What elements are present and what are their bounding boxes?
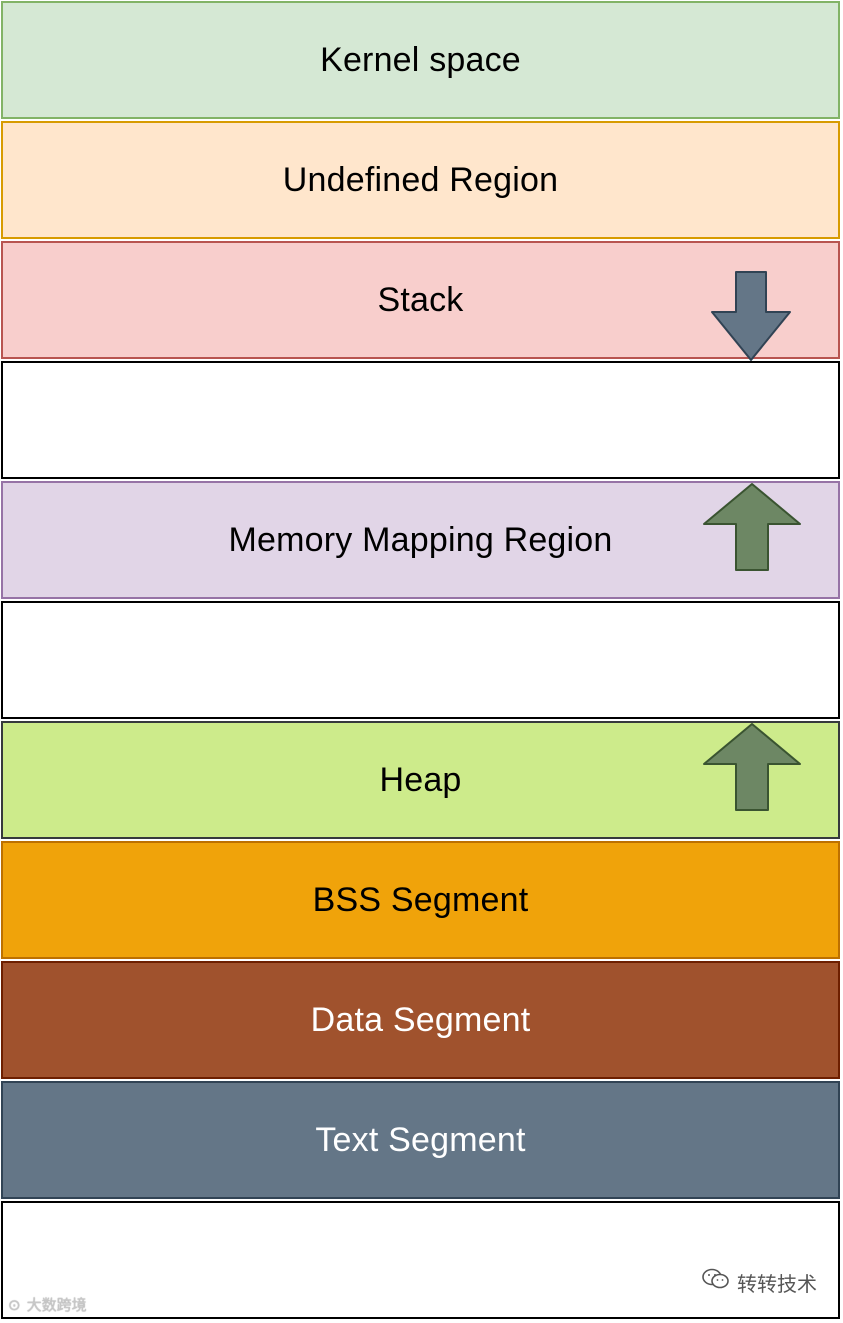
watermark-right-text: 转转技术 [737, 1273, 817, 1296]
region-label: Memory Mapping Region [228, 520, 613, 559]
region-undefined: Undefined Region [1, 121, 840, 239]
watermark-left: ⊙ 大数跨境 [8, 1294, 87, 1315]
region-label: Data Segment [310, 1000, 531, 1039]
region-memory-mapping: Memory Mapping Region [1, 481, 840, 599]
watermark-logo-icon: ⊙ [8, 1296, 21, 1314]
region-label: Text Segment [315, 1120, 526, 1159]
watermark-right: 转转技术 [701, 1267, 817, 1297]
region-heap: Heap [1, 721, 840, 839]
region-stack: Stack [1, 241, 840, 359]
mmap-grow-up-arrow-icon [703, 483, 801, 571]
region-label: BSS Segment [312, 880, 529, 919]
region-label: Heap [379, 760, 462, 799]
region-label: Undefined Region [282, 160, 559, 199]
stack-grow-down-arrow-icon [711, 271, 791, 361]
region-gap-2 [1, 601, 840, 719]
region-bss-segment: BSS Segment [1, 841, 840, 959]
wechat-icon [701, 1267, 731, 1297]
region-text-segment: Text Segment [1, 1081, 840, 1199]
region-gap-1 [1, 361, 840, 479]
watermark-left-text: 大数跨境 [26, 1297, 87, 1314]
region-kernel-space: Kernel space [1, 1, 840, 119]
heap-grow-up-arrow-icon [703, 723, 801, 811]
region-label: Kernel space [320, 40, 521, 79]
region-bottom [1, 1201, 840, 1319]
region-data-segment: Data Segment [1, 961, 840, 1079]
region-label: Stack [377, 280, 464, 319]
